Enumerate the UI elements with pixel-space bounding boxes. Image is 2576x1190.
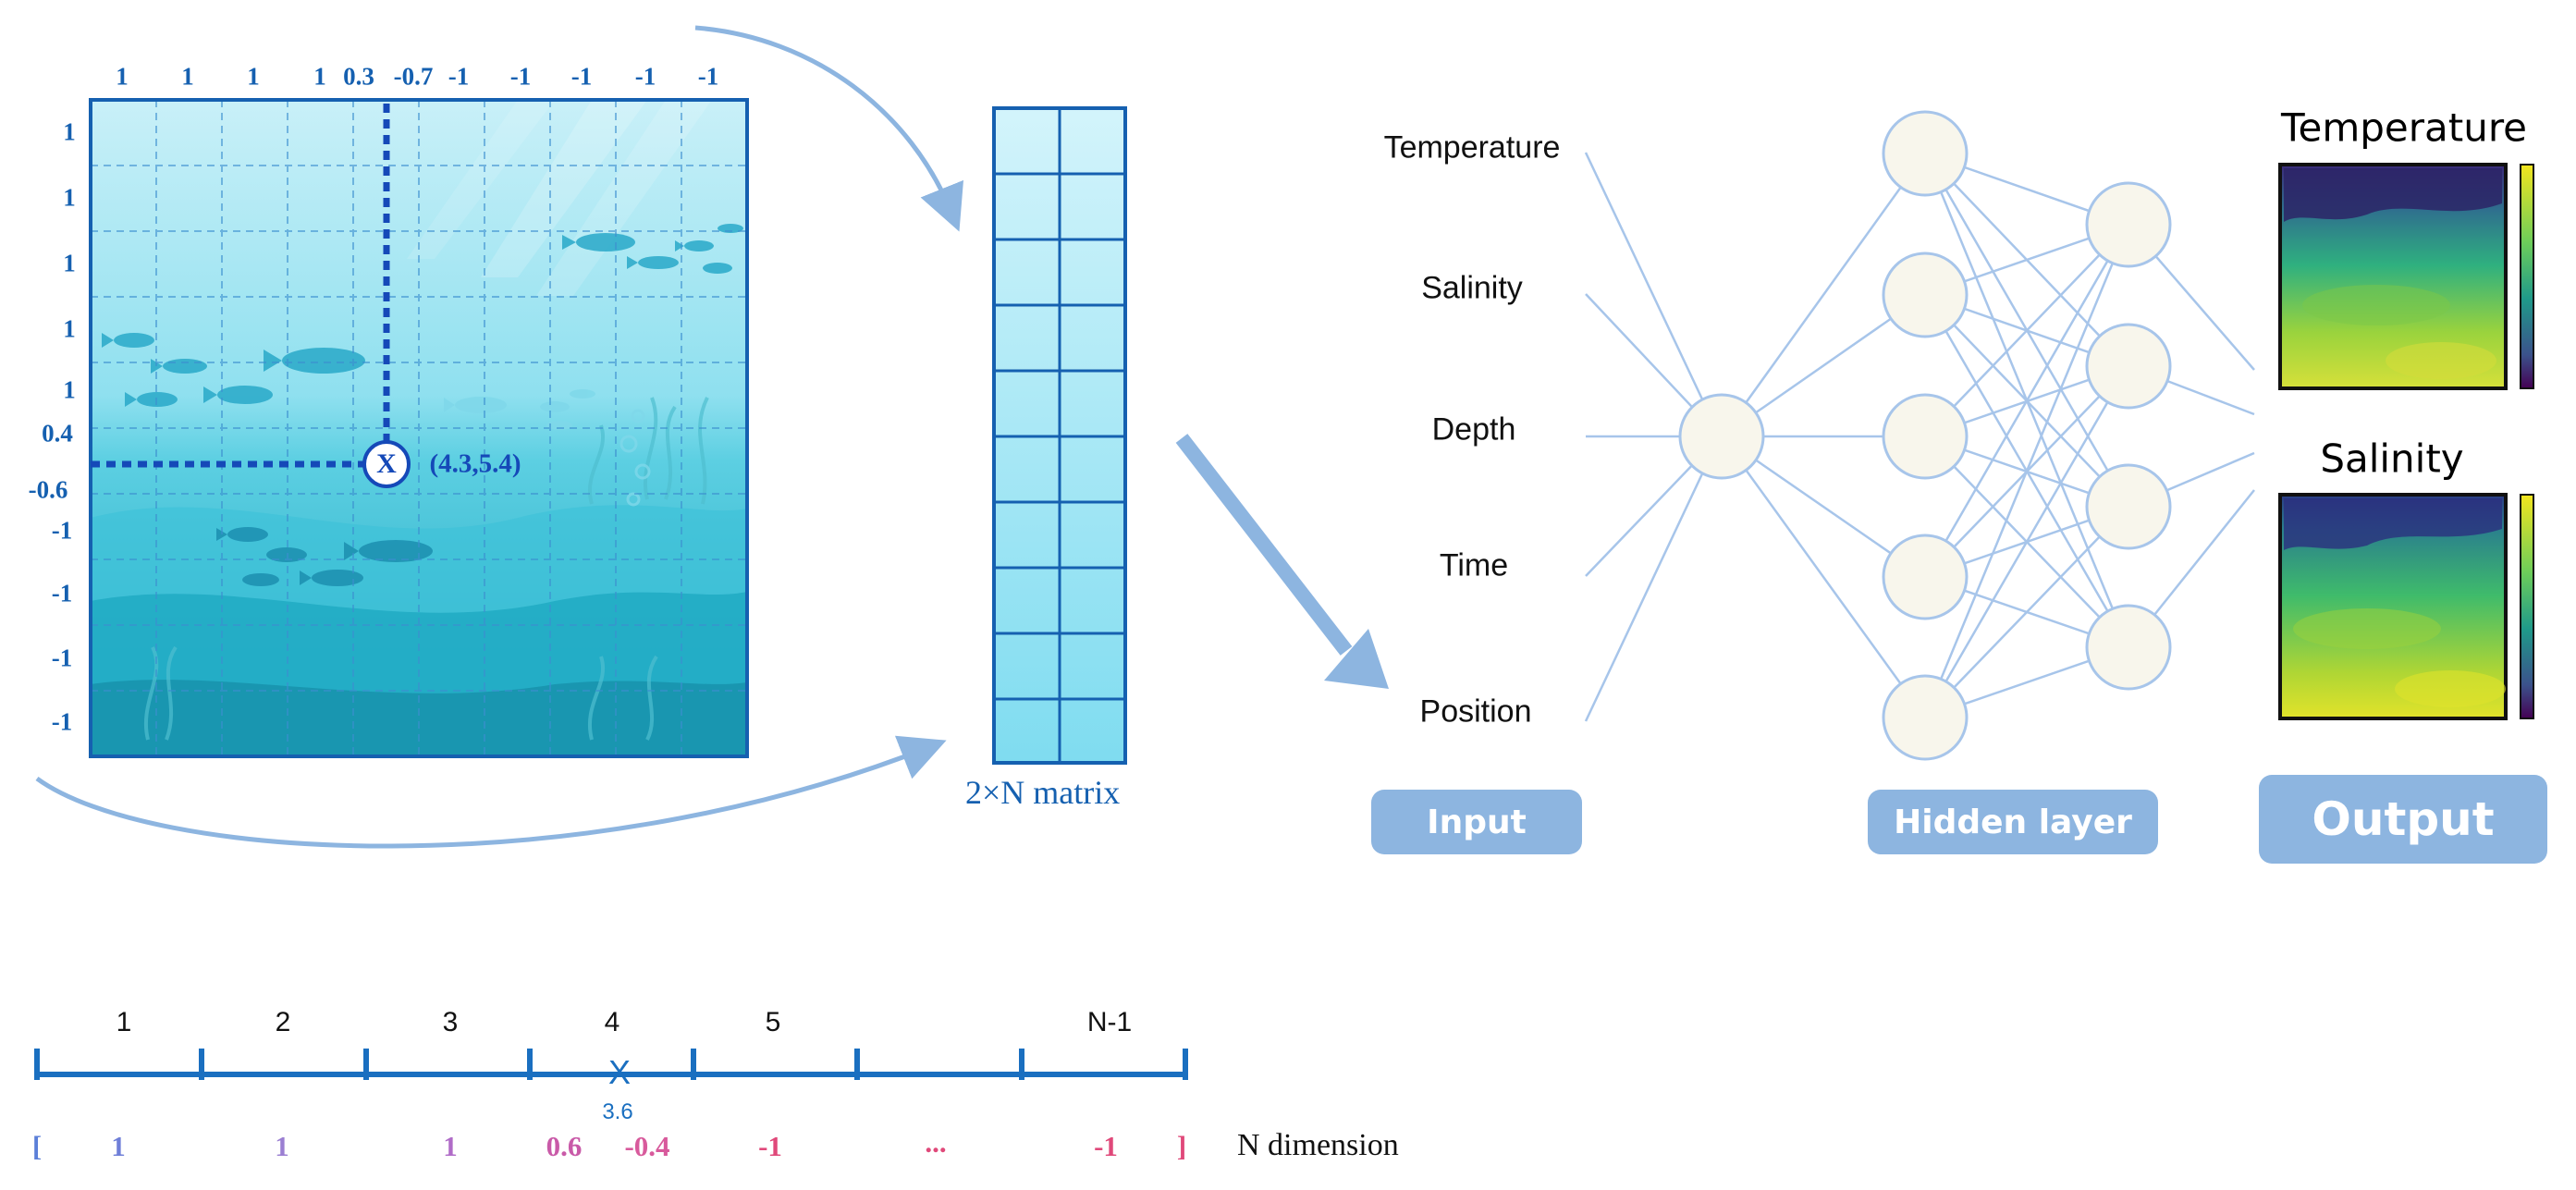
axis-segment-label: N-1 xyxy=(1086,1007,1133,1037)
hidden-node xyxy=(2085,323,2172,410)
matrix-to-input-arrowhead xyxy=(1324,629,1389,689)
hidden-node xyxy=(2085,463,2172,550)
vector-value: 1 xyxy=(443,1130,458,1162)
axis-segment-label: 1 xyxy=(116,1007,132,1037)
grid-top-label: 1 xyxy=(313,62,326,91)
vector-value: -0.4 xyxy=(624,1130,670,1162)
vector-value: 1 xyxy=(111,1130,126,1162)
hidden-node xyxy=(2085,604,2172,691)
fish-icons xyxy=(102,224,743,586)
position-axis xyxy=(34,1049,1188,1080)
grid-left-label: 1 xyxy=(63,375,76,404)
axis-segment-label: 3 xyxy=(442,1007,459,1037)
hidden-node xyxy=(1882,393,1969,480)
grid-left-label: 1 xyxy=(63,117,76,146)
grid-left-label: -1 xyxy=(51,579,73,607)
vector-close-bracket: ] xyxy=(1176,1130,1187,1162)
axis-segment-label: 5 xyxy=(765,1007,781,1037)
grid-left-label: 1 xyxy=(63,183,76,212)
top-curve-arrow xyxy=(694,25,963,232)
temperature-colorbar xyxy=(2520,164,2534,389)
vector-open-bracket: [ xyxy=(31,1130,43,1162)
input-label-salinity: Salinity xyxy=(1421,270,1523,306)
point-coordinate: (4.3,5.4) xyxy=(429,448,521,479)
grid-top-label: -0.7 xyxy=(393,62,434,91)
axis-marker-value: 3.6 xyxy=(602,1099,633,1124)
grid-top-label: -1 xyxy=(697,62,719,91)
grid-top-label: -1 xyxy=(634,62,656,91)
matrix-2xn xyxy=(992,106,1127,765)
vector-value: 1 xyxy=(275,1130,289,1162)
grid-top-label: -1 xyxy=(448,62,470,91)
axis-segment-label: 4 xyxy=(604,1007,620,1037)
output-title-temperature: Temperature xyxy=(2280,104,2528,151)
grid-left-label: 1 xyxy=(63,249,76,277)
grid-left-label: -1 xyxy=(51,707,73,736)
grid-top-label: -1 xyxy=(570,62,593,91)
grid-left-label: 1 xyxy=(63,314,76,343)
hidden-node xyxy=(1678,393,1765,480)
grid-left-label: 0.4 xyxy=(42,419,73,448)
grid-top-label: 1 xyxy=(116,62,129,91)
point-marker-circle xyxy=(362,440,411,488)
grid-top-label: -1 xyxy=(509,62,532,91)
input-label-depth: Depth xyxy=(1431,411,1516,448)
salinity-heatmap xyxy=(2278,493,2534,720)
hidden-node xyxy=(1882,534,1969,620)
ocean-grid-panel xyxy=(89,98,749,758)
grid-top-label: 1 xyxy=(247,62,260,91)
axis-segment-label: 2 xyxy=(275,1007,291,1037)
hidden-node xyxy=(2085,181,2172,268)
point-marker-x: X xyxy=(376,448,397,479)
vector-value: -1 xyxy=(1094,1130,1118,1162)
axis-marker-x: X xyxy=(607,1053,632,1091)
grid-top-label: 1 xyxy=(181,62,194,91)
hidden-node xyxy=(1882,251,1969,338)
input-label-time: Time xyxy=(1439,547,1509,583)
input-label-position: Position xyxy=(1419,693,1532,730)
input-button[interactable]: Input xyxy=(1371,790,1582,854)
vector-ellipsis: ... xyxy=(925,1126,947,1159)
grid-left-label: -0.6 xyxy=(28,475,68,504)
matrix-to-input-arrow xyxy=(1175,434,1353,656)
hidden-node xyxy=(1882,110,1969,197)
grid-lines xyxy=(91,100,747,756)
matrix-label: 2×N matrix xyxy=(965,774,1121,811)
seaweed-decor xyxy=(144,397,709,741)
grid-top-label: 0.3 xyxy=(343,62,374,91)
vector-value: -1 xyxy=(758,1130,782,1162)
input-label-temperature: Temperature xyxy=(1383,129,1561,166)
salinity-colorbar xyxy=(2520,494,2534,719)
vector-value: 0.6 xyxy=(546,1130,583,1162)
bottom-curve-arrow xyxy=(35,735,947,849)
hidden-node xyxy=(1882,674,1969,761)
dimension-label: N dimension xyxy=(1237,1128,1399,1162)
hidden-layer-button[interactable]: Hidden layer xyxy=(1868,790,2158,854)
grid-left-label: -1 xyxy=(51,516,73,545)
output-title-salinity: Salinity xyxy=(2320,436,2464,482)
network-nodes xyxy=(1678,110,2172,761)
temperature-heatmap xyxy=(2278,163,2534,390)
grid-left-label: -1 xyxy=(51,644,73,672)
output-button[interactable]: Output xyxy=(2259,775,2547,864)
